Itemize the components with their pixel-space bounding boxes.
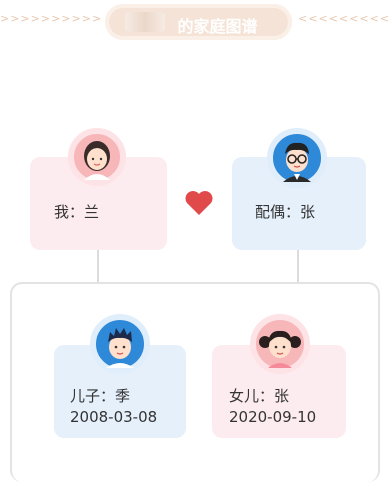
connector-self bbox=[97, 250, 99, 284]
heart-icon bbox=[185, 191, 213, 215]
children-frame bbox=[10, 282, 380, 482]
woman-avatar-icon bbox=[68, 128, 126, 186]
page-title: 的家庭图谱 bbox=[177, 17, 258, 36]
redacted-name-blur bbox=[125, 12, 165, 32]
boy-avatar-icon bbox=[90, 314, 150, 374]
spouse-label: 配偶：张 bbox=[255, 203, 316, 221]
header-right-arrows: <<<<<<<<< bbox=[298, 12, 390, 25]
family-tree-title-banner: 的家庭图谱 bbox=[105, 4, 292, 40]
son-birth-date: 2008-03-08 bbox=[70, 408, 158, 426]
girl-avatar-icon bbox=[250, 314, 310, 374]
daughter-label: 女儿：张 bbox=[229, 387, 290, 405]
connector-spouse bbox=[297, 250, 299, 284]
self-label: 我：兰 bbox=[54, 203, 100, 221]
daughter-birth-date: 2020-09-10 bbox=[229, 408, 317, 426]
son-label: 儿子：季 bbox=[70, 387, 131, 405]
man-glasses-avatar-icon bbox=[267, 128, 327, 188]
header-left-arrows: >>>>>>>>>> bbox=[0, 12, 103, 25]
